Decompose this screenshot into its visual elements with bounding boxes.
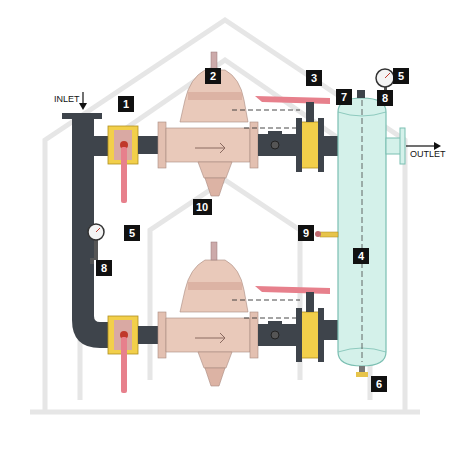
- callout-text: 5: [129, 227, 135, 240]
- callout-text: 4: [358, 250, 364, 263]
- callout-number: 3: [306, 70, 322, 86]
- callout-number: 1: [118, 96, 134, 112]
- callout-number: 8: [377, 90, 393, 106]
- upper-branch: [108, 52, 330, 203]
- callout-number: 7: [336, 89, 352, 105]
- callout-number: 5: [124, 225, 140, 241]
- callout-number: 5: [393, 68, 409, 84]
- callout-number: 9: [298, 225, 314, 241]
- flow-label: INLET: [54, 94, 80, 105]
- callout-number: 6: [371, 376, 387, 392]
- callout-number: 10: [193, 199, 212, 215]
- callout-text: 8: [382, 92, 388, 105]
- callout-text: 10: [196, 201, 208, 214]
- callout-text: 6: [376, 378, 382, 391]
- callout-text: 5: [398, 70, 404, 83]
- callout-text: 8: [101, 262, 107, 275]
- callout-number: 4: [353, 248, 369, 264]
- inlet-pipe: [62, 92, 114, 348]
- callout-text: 3: [311, 72, 317, 85]
- separator-vessel: [315, 69, 441, 377]
- callout-text: 7: [341, 91, 347, 104]
- callout-text: 1: [123, 98, 129, 111]
- watermark: [30, 20, 420, 412]
- callout-text: 2: [210, 70, 216, 83]
- flow-label: OUTLET: [410, 149, 446, 160]
- callout-number: 8: [96, 260, 112, 276]
- pressure-gauge: [88, 224, 104, 264]
- callout-text: 9: [303, 227, 309, 240]
- callout-number: 2: [205, 68, 221, 84]
